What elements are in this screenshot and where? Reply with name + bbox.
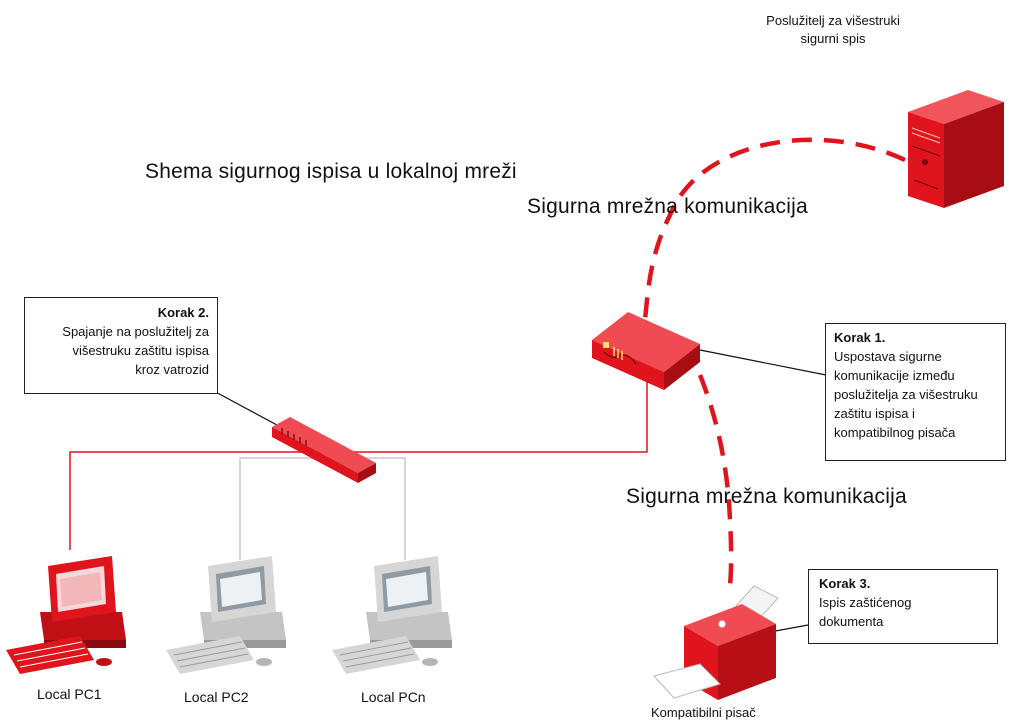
secure-link-label-upper: Sigurna mrežna komunikacija (527, 195, 808, 218)
step1-line: kompatibilnog pisača (834, 425, 956, 440)
printer-icon (653, 585, 779, 700)
pc1-label: Local PC1 (37, 686, 102, 702)
router-icon (592, 312, 700, 390)
firewall-icon (272, 417, 376, 483)
secure-link-router-printer (697, 374, 734, 586)
step1-heading: Korak 1. (834, 330, 886, 345)
step1-line: Uspostava sigurne (834, 349, 942, 364)
step1-line: zaštitu ispisa i (834, 406, 915, 421)
server-label-line1: Poslužitelj za višestruki (766, 13, 900, 28)
step2-line: kroz vatrozid (135, 362, 209, 377)
secure-link-label-lower: Sigurna mrežna komunikacija (626, 485, 907, 508)
step2-heading: Korak 2. (157, 305, 209, 320)
server-icon (908, 90, 1004, 208)
step1-callout: Korak 1. Uspostava sigurne komunikacije … (825, 323, 1006, 461)
lan-line-gray (239, 457, 406, 560)
pc2-label: Local PC2 (184, 689, 249, 705)
lan-line-red (69, 372, 648, 550)
secure-link-server-router (642, 137, 906, 321)
diagram-title: Shema sigurnog ispisa u lokalnoj mreži (145, 160, 517, 183)
step2-callout: Korak 2. Spajanje na poslužitelj za više… (24, 297, 218, 394)
step1-line: komunikacije između (834, 368, 955, 383)
pcn-label: Local PCn (361, 689, 426, 705)
pcn-computer-icon (332, 556, 452, 674)
step3-line: Ispis zaštićenog (819, 595, 912, 610)
step2-line: višestruku zaštitu ispisa (72, 343, 209, 358)
step2-line: Spajanje na poslužitelj za (62, 324, 209, 339)
step3-line: dokumenta (819, 614, 884, 629)
printer-label: Kompatibilni pisač (651, 705, 756, 720)
step1-line: poslužitelja za višestruku (834, 387, 978, 402)
pc1-computer-icon (6, 556, 126, 674)
callout-line-step3 (769, 624, 809, 633)
callout-line-step1 (699, 349, 827, 376)
server-label-line2: sigurni spis (800, 31, 866, 46)
step3-heading: Korak 3. (819, 576, 871, 591)
pc2-computer-icon (166, 556, 286, 674)
step3-callout: Korak 3. Ispis zaštićenog dokumenta (808, 569, 998, 644)
server-label: Poslužitelj za višestruki sigurni spis (733, 12, 933, 48)
